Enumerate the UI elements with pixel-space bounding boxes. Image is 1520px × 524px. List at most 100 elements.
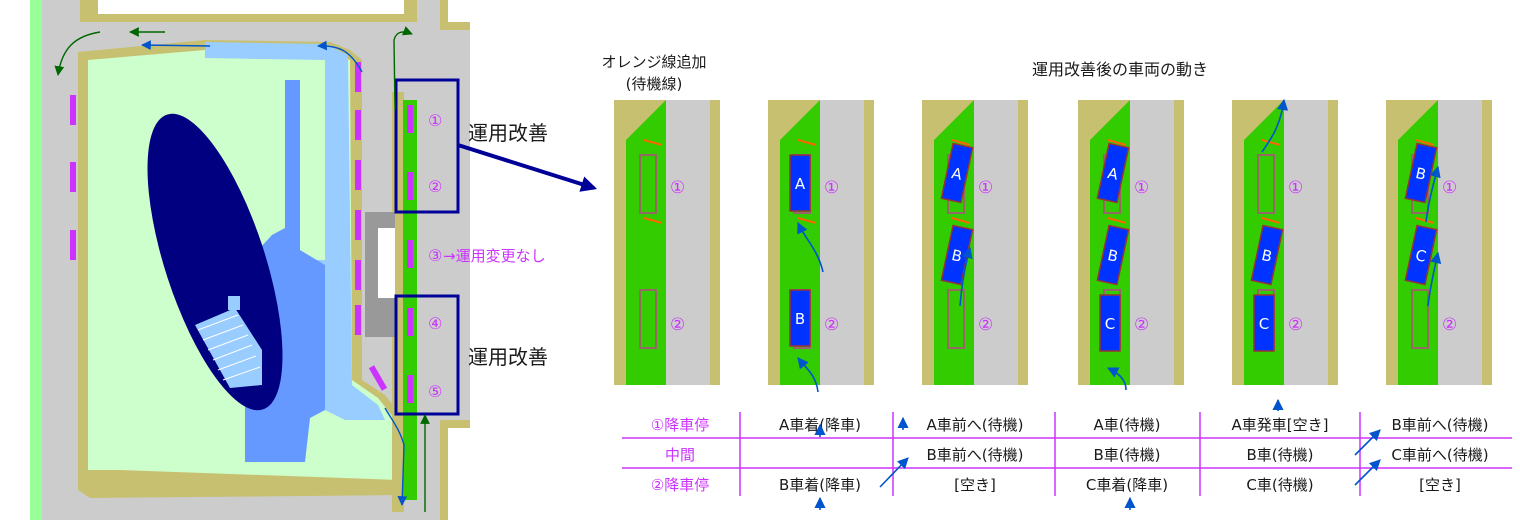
walkway bbox=[228, 296, 240, 310]
improvement-label-top: 運用改善 bbox=[468, 121, 548, 145]
waiting-line bbox=[1415, 139, 1435, 146]
waiting-line-heading: (待機線) bbox=[626, 75, 683, 93]
movement-title: 運用改善後の車両の動き bbox=[1032, 60, 1208, 79]
vehicle-body bbox=[1096, 224, 1130, 286]
stop-2-number: ② bbox=[670, 315, 685, 335]
orange-line-heading: オレンジ線追加 bbox=[601, 53, 706, 71]
stop-2-box bbox=[947, 289, 965, 349]
improvement-frame-bottom bbox=[394, 294, 460, 416]
vehicle-B: B bbox=[1250, 224, 1284, 286]
stop-3-label: ③ bbox=[428, 246, 442, 265]
stop-1-box bbox=[639, 154, 657, 214]
vehicle-label: A bbox=[795, 175, 806, 193]
waiting-line bbox=[1261, 217, 1281, 224]
stop-1-box bbox=[1257, 154, 1275, 214]
table-cell: B車(待機) bbox=[1247, 446, 1314, 464]
stop-2-number: ② bbox=[1442, 315, 1457, 335]
vehicle-body bbox=[1096, 142, 1130, 204]
map-stop-numbers: ① ② ③ ④ ⑤ bbox=[428, 111, 442, 401]
vehicle-label: A bbox=[1106, 164, 1121, 184]
vehicle-C: C bbox=[1099, 294, 1121, 352]
vehicle-B: B bbox=[789, 289, 811, 347]
map-flow-arrows bbox=[54, 26, 430, 512]
table-cell: [空き] bbox=[954, 476, 996, 494]
waiting-line bbox=[1107, 139, 1127, 146]
table-cell: C車(待機) bbox=[1246, 476, 1313, 494]
table-lines bbox=[622, 412, 1512, 496]
vehicle-A: A bbox=[940, 142, 974, 204]
row-header: 中間 bbox=[665, 446, 695, 464]
vehicle-body bbox=[789, 154, 811, 212]
road bbox=[974, 100, 1018, 385]
table-arrows bbox=[814, 398, 1381, 510]
movement-arrow bbox=[1261, 98, 1289, 153]
vehicle-label: C bbox=[1414, 246, 1428, 266]
vehicle-label: B bbox=[795, 310, 805, 328]
waiting-line bbox=[951, 139, 971, 146]
vehicle-body bbox=[1250, 224, 1284, 286]
vehicle-label: B bbox=[1260, 246, 1274, 266]
table-cell: [空き] bbox=[1419, 476, 1461, 494]
vehicle-label: C bbox=[1259, 315, 1269, 333]
stop-5-label: ⑤ bbox=[428, 382, 442, 401]
bottom-right-block-inner bbox=[448, 428, 470, 520]
stadium-stand bbox=[195, 308, 262, 388]
movement-arrow bbox=[1106, 367, 1127, 391]
movement-arrow bbox=[797, 357, 819, 393]
vehicle-A: A bbox=[789, 154, 811, 212]
stop-2-number: ② bbox=[1288, 315, 1303, 335]
vehicle-A: A bbox=[1096, 142, 1130, 204]
movement-arrow bbox=[959, 246, 973, 307]
table-cell: C車前へ(待機) bbox=[1391, 446, 1488, 464]
vehicle-label: B bbox=[1106, 246, 1120, 266]
stop-1-number: ① bbox=[670, 178, 685, 198]
vehicle-label: A bbox=[950, 164, 965, 184]
waiting-line bbox=[643, 217, 663, 224]
top-right-block-inner bbox=[448, 0, 470, 22]
stop-1-label: ① bbox=[428, 111, 442, 130]
step-panel-1: ①② bbox=[614, 100, 720, 385]
waiting-line bbox=[797, 139, 817, 146]
vehicle-body bbox=[789, 289, 811, 347]
stop-2-box bbox=[639, 289, 657, 349]
top-sidewalk-inner bbox=[98, 0, 404, 14]
table-cell: B車前へ(待機) bbox=[1392, 416, 1489, 434]
vehicle-B: B bbox=[1096, 224, 1130, 286]
table-cell: A車(待機) bbox=[1094, 416, 1161, 434]
vehicle-B: B bbox=[940, 224, 974, 286]
road bbox=[1130, 100, 1174, 385]
road bbox=[1438, 100, 1482, 385]
left-green-strip bbox=[30, 0, 42, 520]
stop-1-number: ① bbox=[978, 178, 993, 198]
road bbox=[820, 100, 864, 385]
waiting-line bbox=[1261, 139, 1281, 146]
waiting-line bbox=[1415, 217, 1435, 224]
vehicle-body bbox=[1099, 294, 1121, 352]
stand-rows bbox=[197, 314, 261, 381]
improvement-label-bottom: 運用改善 bbox=[468, 345, 548, 369]
stop-2-number: ② bbox=[824, 315, 839, 335]
waiting-line bbox=[1107, 217, 1127, 224]
table-cells: ①降車停中間②降車停A車着(降車)A車前へ(待機)A車(待機)A車発車[空き]B… bbox=[651, 416, 1489, 494]
table-cell: C車着(降車) bbox=[1086, 476, 1168, 494]
waiting-line bbox=[643, 139, 663, 146]
table-cell: A車発車[空き] bbox=[1232, 416, 1329, 434]
vehicle-C: C bbox=[1404, 224, 1438, 286]
stop-1-number: ① bbox=[824, 178, 839, 198]
callout-arrow bbox=[457, 143, 598, 192]
waiting-line bbox=[797, 217, 817, 224]
movement-arrow bbox=[1427, 251, 1442, 307]
road bbox=[1284, 100, 1328, 385]
road bbox=[666, 100, 710, 385]
plaza-area bbox=[205, 42, 385, 420]
pickup-lane bbox=[626, 100, 666, 385]
site-map: ① ② ③ ④ ⑤ →運用変更なし 運用改善 運用改善 bbox=[30, 0, 598, 520]
table-cell: B車着(降車) bbox=[779, 476, 861, 494]
vehicle-label: B bbox=[1414, 164, 1428, 184]
